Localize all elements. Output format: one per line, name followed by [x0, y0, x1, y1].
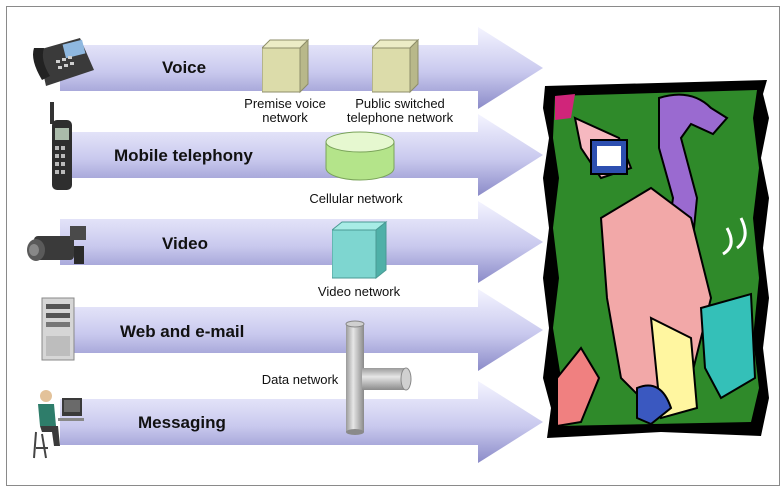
- data-network-label: Data network: [261, 372, 339, 387]
- desk-phone-icon: [33, 38, 94, 86]
- pstn-network-box: [372, 38, 420, 94]
- channel-label-messaging: Messaging: [138, 413, 226, 432]
- server-tower-icon: [41, 297, 75, 361]
- channel-arrow-messaging: [60, 381, 543, 463]
- camcorder-icon: [27, 226, 86, 264]
- channel-arrow-web: [60, 289, 543, 371]
- business-collage-image: [543, 80, 769, 438]
- pstn-network-label: Public switched telephone network: [346, 96, 454, 125]
- video-network-label: Video network: [317, 284, 401, 299]
- channel-label-web: Web and e-mail: [120, 322, 245, 341]
- channel-label-voice: Voice: [162, 58, 207, 77]
- person-at-computer-icon: [33, 390, 84, 459]
- premise-voice-network-box: [262, 38, 310, 94]
- channel-label-video: Video: [162, 234, 208, 253]
- cellular-network-label: Cellular network: [309, 191, 403, 206]
- cellular-network-disk: [325, 131, 395, 181]
- video-network-box: [332, 220, 388, 280]
- data-network-pipe: [345, 320, 412, 435]
- channel-arrow-video: [60, 201, 543, 283]
- mobile-phone-icon: [50, 102, 72, 190]
- channel-arrow-mobile: [60, 114, 543, 196]
- premise-voice-network-label: Premise voice network: [244, 96, 326, 125]
- channel-label-mobile: Mobile telephony: [114, 146, 253, 165]
